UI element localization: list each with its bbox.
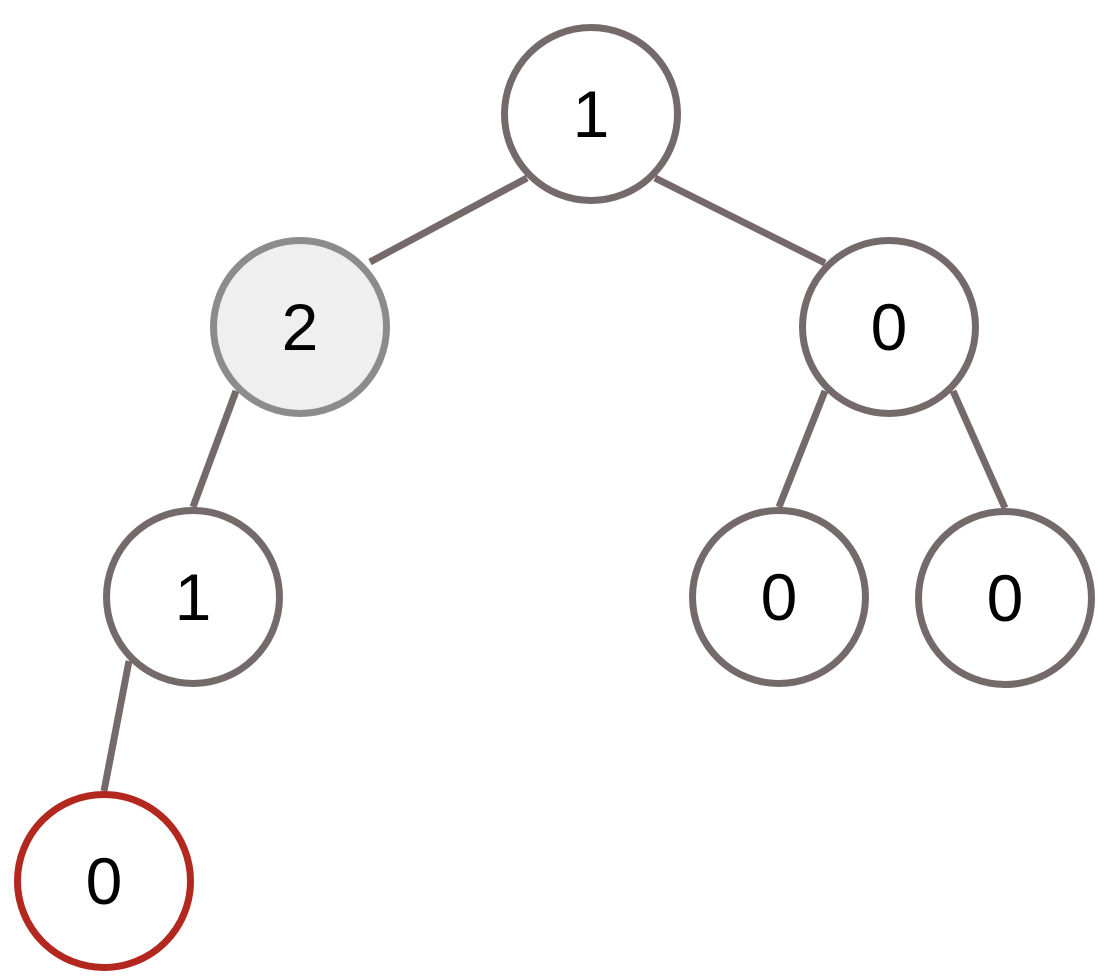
tree-edge-left-left-left <box>189 389 240 509</box>
tree-edge-left-left-left-left-left <box>100 660 133 792</box>
node-value: 2 <box>281 290 319 364</box>
tree-node-left-left: 1 <box>103 507 283 687</box>
tree-node-right-right: 0 <box>915 508 1095 688</box>
node-value: 1 <box>572 77 610 151</box>
tree-node-right: 0 <box>799 237 979 417</box>
node-value: 0 <box>870 290 908 364</box>
node-value: 0 <box>760 560 798 634</box>
tree-edge-right-right-right <box>949 389 1009 510</box>
tree-node-root: 1 <box>501 24 681 204</box>
tree-node-left: 2 <box>210 237 390 417</box>
node-value: 0 <box>986 561 1024 635</box>
node-value: 0 <box>85 844 123 918</box>
tree-edge-root-right <box>653 174 827 267</box>
tree-edge-root-left <box>368 174 529 266</box>
tree-node-left-left-left: 0 <box>14 791 194 971</box>
tree-edge-right-right-left <box>775 389 829 509</box>
tree-node-right-left: 0 <box>689 507 869 687</box>
node-value: 1 <box>174 560 212 634</box>
